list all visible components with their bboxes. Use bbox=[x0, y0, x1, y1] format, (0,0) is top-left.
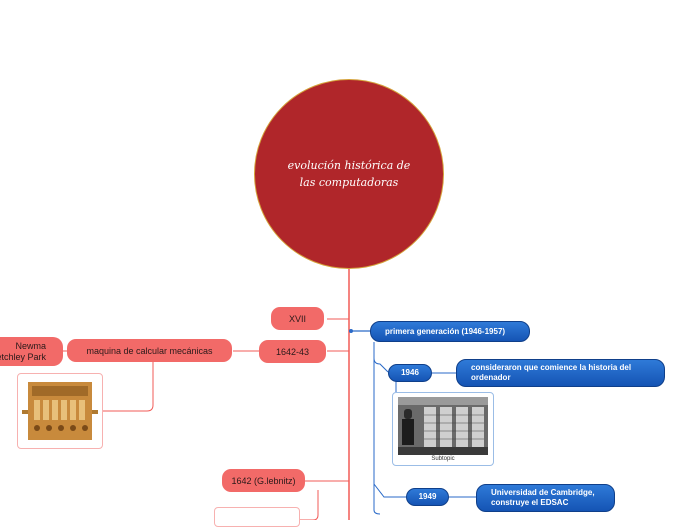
topic-leibnitz-label: 1642 (G.lebnitz) bbox=[231, 475, 296, 486]
topic-xvii[interactable]: XVII bbox=[271, 307, 324, 330]
pascaline-image[interactable] bbox=[17, 373, 103, 449]
topic-history-start-label: consideraron que comience la historia de… bbox=[471, 363, 632, 382]
pascaline-illustration bbox=[22, 382, 98, 440]
topic-1946-label: 1946 bbox=[401, 368, 419, 377]
eniac-illustration bbox=[398, 397, 488, 455]
topic-1642-43[interactable]: 1642-43 bbox=[259, 340, 326, 363]
eniac-image[interactable]: Subtopic bbox=[392, 392, 494, 466]
topic-first-generation[interactable]: primera generación (1946-1957) bbox=[370, 321, 530, 342]
topic-1642-43-label: 1642-43 bbox=[275, 346, 310, 357]
topic-xvii-label: XVII bbox=[288, 313, 306, 324]
topic-mechanical-calculators[interactable]: maquina de calcular mecánicas bbox=[67, 339, 232, 362]
topic-first-generation-label: primera generación (1946-1957) bbox=[385, 326, 506, 336]
topic-1946[interactable]: 1946 bbox=[388, 364, 432, 382]
topic-newman-bletchley[interactable]: Newma Bletchley Park bbox=[0, 337, 63, 366]
central-topic-label: evolución histórica de las computadoras bbox=[287, 159, 411, 189]
topic-cambridge-edsac-label: Universidad de Cambridge, construye el E… bbox=[491, 488, 595, 507]
topic-mechanical-calculators-label: maquina de calcular mecánicas bbox=[86, 345, 213, 356]
topic-history-start[interactable]: consideraron que comience la historia de… bbox=[456, 359, 665, 387]
central-topic[interactable]: evolución histórica de las computadoras bbox=[254, 79, 444, 269]
topic-1949[interactable]: 1949 bbox=[406, 488, 449, 506]
subtopic-caption: Subtopic bbox=[431, 456, 455, 462]
topic-leibnitz[interactable]: 1642 (G.lebnitz) bbox=[222, 469, 305, 492]
topic-newman-bletchley-label: Newma Bletchley Park bbox=[0, 340, 46, 362]
leibnitz-image[interactable] bbox=[214, 507, 300, 527]
topic-1949-label: 1949 bbox=[418, 492, 437, 501]
topic-cambridge-edsac[interactable]: Universidad de Cambridge, construye el E… bbox=[476, 484, 615, 512]
